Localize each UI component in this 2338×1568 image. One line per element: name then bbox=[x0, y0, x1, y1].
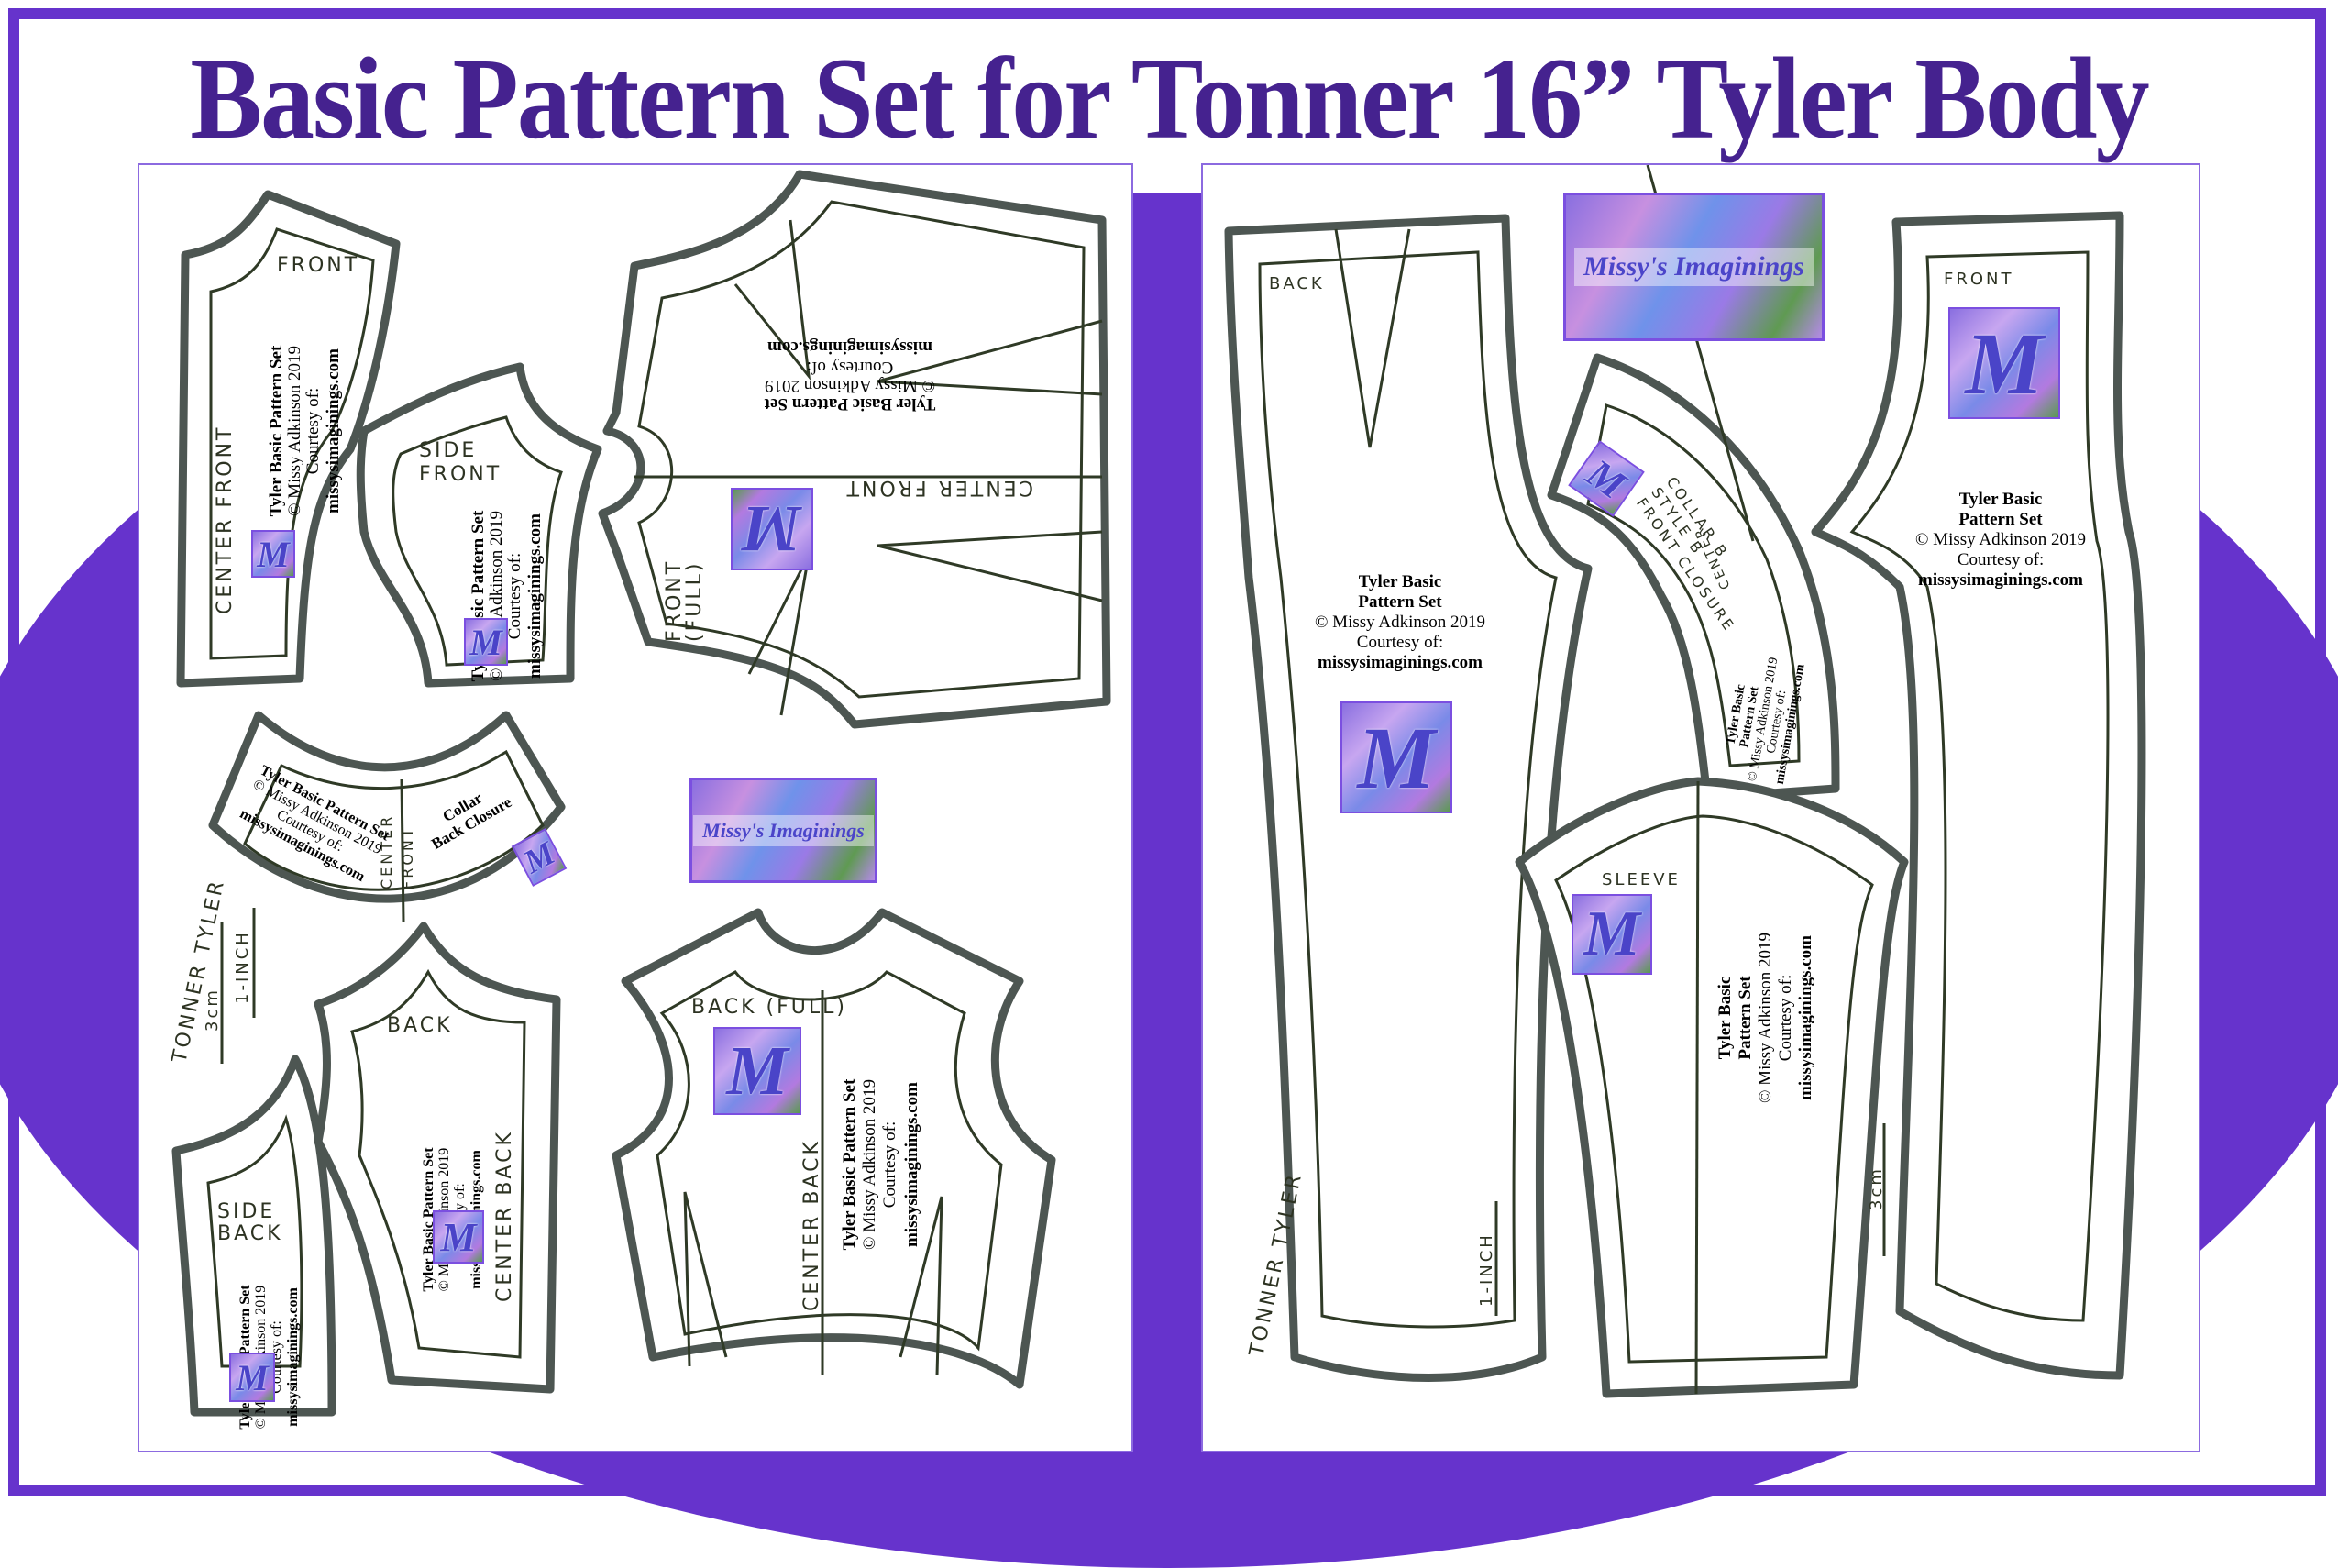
pattern-sheet-page: Basic Pattern Set for Tonner 16” Tyler B… bbox=[0, 8, 2338, 1568]
piece-collar: CENTER FRONT Tyler Basic Pattern Set © M… bbox=[208, 711, 566, 922]
piece-pants-front: FRONT Tyler Basic Pattern Set © Missy Ad… bbox=[1811, 211, 2146, 1380]
missys-imaginings-banner: Missy's Imaginings bbox=[1563, 193, 1825, 341]
monogram-logo: M bbox=[731, 488, 813, 570]
svg-text:3cm: 3cm bbox=[203, 988, 222, 1032]
monogram-logo: M bbox=[1948, 307, 2060, 419]
piece-back-full: BACK (FULL) CENTER BACK Tyler Basic Patt… bbox=[612, 908, 1056, 1389]
front-credit: Tyler Basic Pattern Set © Missy Adkinson… bbox=[267, 345, 343, 516]
svg-text:missysimaginings.com: missysimaginings.com bbox=[525, 513, 545, 679]
svg-text:CENTER: CENTER bbox=[378, 814, 395, 889]
svg-text:Courtesy of:: Courtesy of: bbox=[807, 358, 893, 377]
svg-text:© Missy Adkinson 2019: © Missy Adkinson 2019 bbox=[285, 346, 304, 516]
svg-text:BACK (FULL): BACK (FULL) bbox=[691, 996, 847, 1019]
monogram-logo: M bbox=[713, 1027, 801, 1115]
svg-text:missysimaginings.com: missysimaginings.com bbox=[1796, 935, 1815, 1100]
svg-text:© Missy Adkinson 2019: © Missy Adkinson 2019 bbox=[860, 1079, 879, 1250]
svg-text:FRONT: FRONT bbox=[399, 825, 416, 889]
svg-text:© Missy Adkinson 2019: © Missy Adkinson 2019 bbox=[765, 376, 935, 395]
left-sheet-pieces: FRONT CENTER FRONT Tyler Basic Pattern S… bbox=[168, 170, 1111, 1430]
back-full-credit: Tyler Basic Pattern Set © Missy Adkinson… bbox=[840, 1078, 921, 1250]
left-scale-markings: TONNER TYLER 3cm 1-INCH bbox=[168, 877, 256, 1066]
monogram-logo: M bbox=[464, 618, 508, 666]
svg-text:Courtesy of:: Courtesy of: bbox=[880, 1121, 899, 1208]
svg-text:Courtesy of:: Courtesy of: bbox=[505, 553, 524, 639]
svg-text:1-INCH: 1-INCH bbox=[233, 930, 252, 1004]
collar-b-credit: Tyler Basic Pattern Set © Missy Adkinson… bbox=[1724, 657, 1807, 786]
svg-text:Pattern Set: Pattern Set bbox=[1358, 592, 1442, 612]
svg-text:© Missy Adkinson 2019: © Missy Adkinson 2019 bbox=[1756, 933, 1775, 1103]
piece-side-front: SIDE FRONT Tyler Basic Pattern Set © Mis… bbox=[356, 362, 602, 688]
side-front-label-2: FRONT bbox=[419, 463, 502, 486]
piece-sleeve: SLEEVE Tyler Basic Pattern Set © Missy A… bbox=[1515, 777, 1909, 1398]
svg-text:Pattern Set: Pattern Set bbox=[1958, 510, 2043, 529]
svg-text:Courtesy of:: Courtesy of: bbox=[1776, 975, 1795, 1061]
monogram-logo: M bbox=[229, 1353, 275, 1402]
left-pattern-sheet: FRONT CENTER FRONT Tyler Basic Pattern S… bbox=[138, 163, 1133, 1452]
svg-text:CENTER BACK: CENTER BACK bbox=[493, 1130, 516, 1302]
svg-text:Tyler Basic: Tyler Basic bbox=[1359, 572, 1442, 591]
front-full-label-1: FRONT bbox=[663, 559, 686, 642]
monogram-logo: M bbox=[1572, 894, 1652, 975]
side-front-label-1: SIDE bbox=[419, 439, 477, 462]
pants-back-credit: Tyler Basic Pattern Set © Missy Adkinson… bbox=[1315, 572, 1485, 672]
front-full-center-front-label: CENTER FRONT bbox=[844, 476, 1034, 499]
svg-text:© Missy Adkinson 2019: © Missy Adkinson 2019 bbox=[1315, 613, 1485, 632]
page-border-frame bbox=[8, 8, 2326, 1496]
svg-text:BACK: BACK bbox=[217, 1222, 283, 1245]
svg-text:Tyler Basic Pattern Set: Tyler Basic Pattern Set bbox=[840, 1078, 859, 1250]
svg-text:© Missy Adkinson 2019: © Missy Adkinson 2019 bbox=[1915, 530, 2086, 549]
missys-imaginings-banner: Missy's Imaginings bbox=[689, 778, 877, 883]
svg-text:missysimaginings.com: missysimaginings.com bbox=[285, 1287, 301, 1427]
svg-text:Tyler Basic Pattern Set: Tyler Basic Pattern Set bbox=[267, 345, 286, 516]
svg-text:3cm: 3cm bbox=[1867, 1166, 1886, 1210]
svg-text:Tyler Basic: Tyler Basic bbox=[1715, 977, 1735, 1060]
svg-text:FRONT: FRONT bbox=[1944, 270, 2014, 289]
sleeve-credit: Tyler Basic Pattern Set © Missy Adkinson… bbox=[1715, 933, 1815, 1103]
svg-text:Tyler Basic Pattern Set: Tyler Basic Pattern Set bbox=[764, 394, 935, 414]
svg-text:Courtesy of:: Courtesy of: bbox=[1357, 633, 1443, 652]
monogram-logo: M bbox=[1340, 701, 1452, 813]
pants-front-credit: Tyler Basic Pattern Set © Missy Adkinson… bbox=[1915, 490, 2086, 590]
page-title: Basic Pattern Set for Tonner 16” Tyler B… bbox=[190, 33, 2149, 164]
front-label: FRONT bbox=[277, 254, 359, 277]
monogram-logo: M bbox=[251, 530, 295, 578]
center-front-label: CENTER FRONT bbox=[214, 425, 237, 615]
svg-text:missysimaginings.com: missysimaginings.com bbox=[324, 348, 343, 513]
svg-text:TONNER TYLER: TONNER TYLER bbox=[168, 877, 229, 1066]
svg-text:missysimaginings.com: missysimaginings.com bbox=[767, 337, 932, 357]
right-pattern-sheet: BACK Tyler Basic Pattern Set © Missy Adk… bbox=[1201, 163, 2200, 1452]
svg-text:missysimaginings.com: missysimaginings.com bbox=[1918, 570, 2083, 590]
piece-front: FRONT CENTER FRONT Tyler Basic Pattern S… bbox=[176, 190, 401, 688]
monogram-logo: M bbox=[433, 1210, 484, 1264]
svg-text:CENTER BACK: CENTER BACK bbox=[800, 1139, 823, 1311]
svg-text:Tyler Basic: Tyler Basic bbox=[1959, 490, 2043, 509]
front-full-label-2: (FULL) bbox=[683, 561, 706, 642]
svg-text:1-INCH: 1-INCH bbox=[1477, 1232, 1496, 1307]
svg-text:Tyler Basic Pattern Set: Tyler Basic Pattern Set bbox=[421, 1147, 436, 1292]
svg-text:BACK: BACK bbox=[387, 1014, 453, 1037]
piece-side-back: SIDE BACK Tyler Basic Pattern Set © Miss… bbox=[171, 1055, 336, 1430]
piece-front-full: Tyler Basic Pattern Set © Missy Adkinson… bbox=[598, 170, 1111, 729]
svg-text:Courtesy of:: Courtesy of: bbox=[1958, 550, 2044, 569]
svg-text:SIDE: SIDE bbox=[217, 1200, 275, 1223]
piece-back: BACK CENTER BACK Tyler Basic Pattern Set… bbox=[314, 922, 561, 1394]
svg-text:SLEEVE: SLEEVE bbox=[1602, 870, 1681, 889]
front-full-credit: Tyler Basic Pattern Set © Missy Adkinson… bbox=[764, 337, 935, 414]
svg-text:missysimaginings.com: missysimaginings.com bbox=[1318, 653, 1483, 672]
svg-text:BACK: BACK bbox=[1269, 274, 1325, 293]
svg-text:Courtesy of:: Courtesy of: bbox=[303, 388, 323, 474]
svg-text:missysimaginings.com: missysimaginings.com bbox=[902, 1082, 921, 1247]
svg-text:Pattern Set: Pattern Set bbox=[1736, 976, 1755, 1060]
